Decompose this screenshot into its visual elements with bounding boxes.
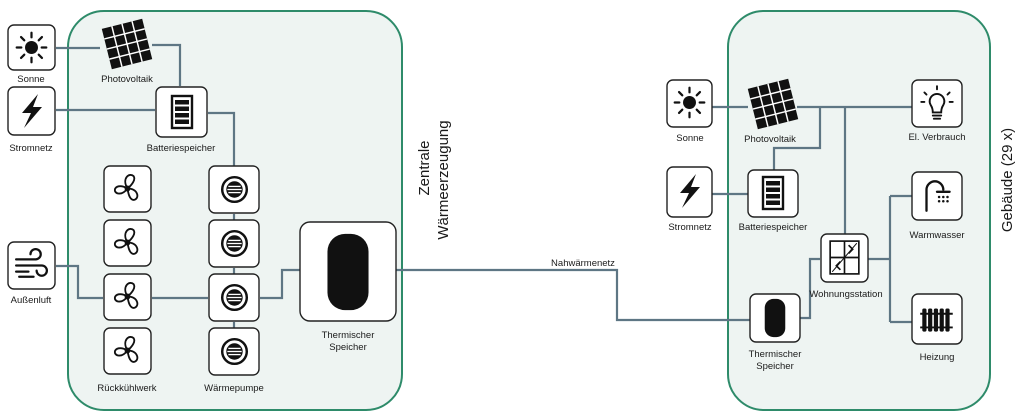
pv-left-node: Photovoltaik [100,18,153,85]
wohnungsstation-node: Wohnungsstation [809,233,883,300]
warmwasser-label: Warmwasser [909,230,964,241]
stromnetz-left-node: Stromnetz [7,86,56,154]
thermischer-speicher-right-node: Thermischer Speicher [749,293,802,372]
rueckkuehlwerk-column: Rückkühlwerk [97,165,157,394]
thermischer-left-label-1: Thermischer [322,330,375,341]
stromnetz-left-label: Stromnetz [9,143,53,154]
zentrale-label-2: Wärmeerzeugung [435,120,452,239]
pv-left-label: Photovoltaik [101,74,153,85]
batterie-right-label: Batteriespeicher [739,222,808,233]
el-verbrauch-label: El. Verbrauch [908,132,965,143]
storage-tank-icon [327,233,369,311]
wohnungsstation-label: Wohnungsstation [809,289,882,300]
aussenluft-label: Außenluft [11,295,52,306]
pv-right-node: Photovoltaik [744,78,799,145]
rueckkuehlwerk-label: Rückkühlwerk [97,383,156,394]
gebaeude-label: Gebäude (29 x) [999,128,1016,232]
warmwasser-node: Warmwasser [909,171,965,241]
batterie-right-node: Batteriespeicher [739,169,808,233]
waermepumpe-column: Wärmepumpe [204,165,264,394]
waermepumpe-label: Wärmepumpe [204,383,264,394]
radiator-icon [919,307,954,333]
sonne-left-node: Sonne [7,24,56,85]
storage-tank-icon [764,298,786,338]
thermischer-speicher-left-node: Thermischer Speicher [299,221,397,353]
heizung-node: Heizung [911,293,963,363]
sonne-left-label: Sonne [17,74,44,85]
sonne-right-node: Sonne [666,79,713,144]
pv-right-label: Photovoltaik [744,134,796,145]
sun-icon [673,86,706,119]
thermischer-right-label-2: Speicher [756,361,794,372]
nahwaermenetz-label: Nahwärmenetz [551,258,615,269]
zentrale-label-1: Zentrale [416,140,433,195]
aussenluft-node: Außenluft [7,241,56,306]
sun-icon [15,31,48,64]
el-verbrauch-node: El. Verbrauch [908,79,966,143]
connector-lines [56,43,912,329]
thermischer-right-label-1: Thermischer [749,349,802,360]
sonne-right-label: Sonne [676,133,703,144]
zentrale-title: Zentrale Wärmeerzeugung [416,120,452,239]
batterie-left-node: Batteriespeicher [147,86,216,154]
stromnetz-right-node: Stromnetz [666,166,713,233]
thermischer-left-label-2: Speicher [329,342,367,353]
batterie-left-label: Batteriespeicher [147,143,216,154]
heizung-label: Heizung [920,352,955,363]
stromnetz-right-label: Stromnetz [668,222,712,233]
